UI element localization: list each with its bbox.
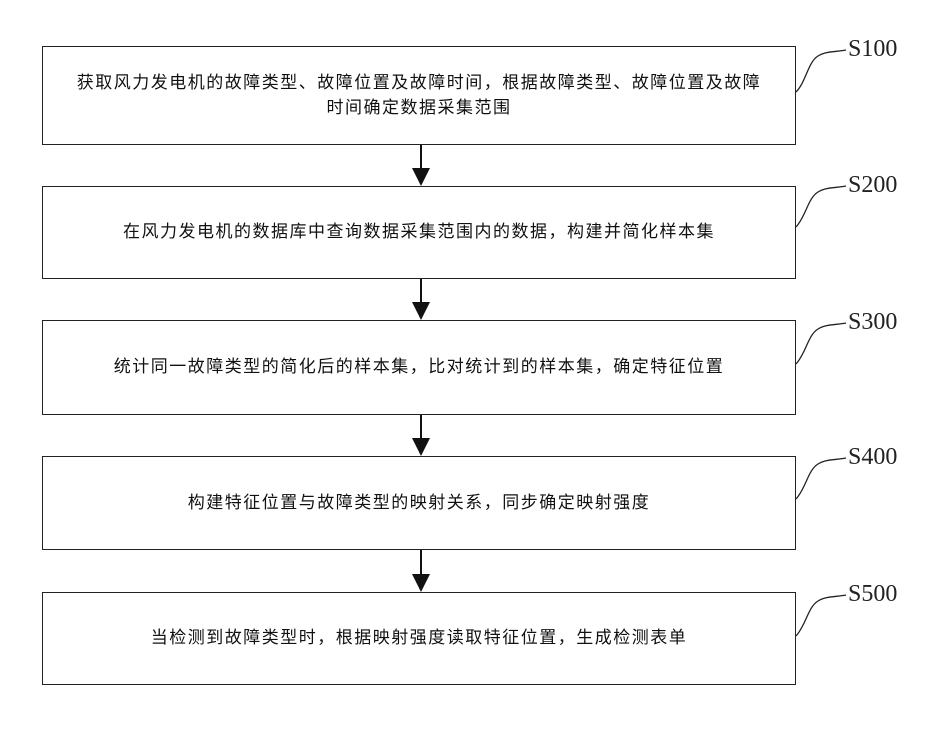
step-text-s500: 当检测到故障类型时，根据映射强度读取特征位置，生成检测表单: [151, 626, 688, 651]
leader-s300: [796, 323, 846, 364]
label-leaders: [796, 50, 846, 636]
step-box-s400: 构建特征位置与故障类型的映射关系，同步确定映射强度: [42, 456, 796, 550]
step-text-s300: 统计同一故障类型的简化后的样本集，比对统计到的样本集，确定特征位置: [114, 355, 725, 380]
step-box-s200: 在风力发电机的数据库中查询数据采集范围内的数据，构建并简化样本集: [42, 186, 796, 279]
step-label-s200: S200: [848, 173, 897, 197]
arrow-s200-to-s300: [412, 279, 430, 320]
step-label-s100: S100: [848, 37, 897, 61]
arrow-s100-to-s200: [412, 145, 430, 186]
step-box-s100: 获取风力发电机的故障类型、故障位置及故障时间，根据故障类型、故障位置及故障时间确…: [42, 46, 796, 145]
step-box-s300: 统计同一故障类型的简化后的样本集，比对统计到的样本集，确定特征位置: [42, 320, 796, 415]
step-label-s400: S400: [848, 445, 897, 469]
step-box-s500: 当检测到故障类型时，根据映射强度读取特征位置，生成检测表单: [42, 592, 796, 685]
arrow-s300-to-s400: [412, 415, 430, 456]
step-text-s100: 获取风力发电机的故障类型、故障位置及故障时间，根据故障类型、故障位置及故障时间确…: [71, 71, 767, 121]
step-text-s200: 在风力发电机的数据库中查询数据采集范围内的数据，构建并简化样本集: [123, 220, 715, 245]
leader-s400: [796, 458, 846, 499]
step-label-s300: S300: [848, 310, 897, 334]
step-label-s500: S500: [848, 582, 897, 606]
leader-s200: [796, 186, 846, 227]
arrow-s400-to-s500: [412, 550, 430, 592]
step-text-s400: 构建特征位置与故障类型的映射关系，同步确定映射强度: [188, 491, 651, 516]
leader-s500: [796, 595, 846, 636]
leader-s100: [796, 50, 846, 92]
